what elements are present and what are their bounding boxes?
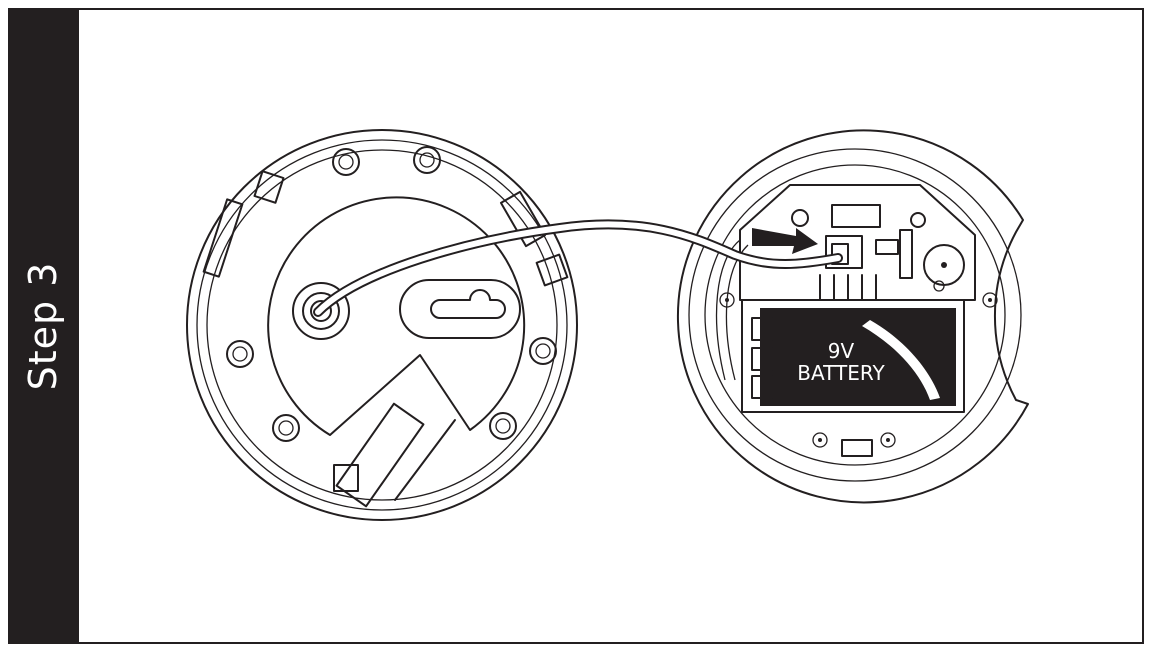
direction-arrow	[752, 228, 818, 254]
battery-9v	[760, 308, 956, 406]
keyhole-slot	[399, 279, 521, 339]
rim-tabs	[202, 170, 569, 508]
mounting-base	[186, 129, 578, 521]
circuit-board	[739, 184, 976, 301]
connecting-wire	[313, 219, 843, 317]
battery-label-battery: BATTERY	[797, 361, 885, 385]
mounting-holes	[226, 146, 557, 442]
step-sidebar	[8, 8, 79, 644]
battery-compartment: 9V BATTERY	[741, 299, 965, 413]
battery-label-9v: 9V	[828, 339, 855, 363]
detector-screws	[719, 292, 998, 457]
center-screw-hole	[292, 282, 350, 340]
detector-unit: 9V BATTERY	[676, 129, 1029, 504]
